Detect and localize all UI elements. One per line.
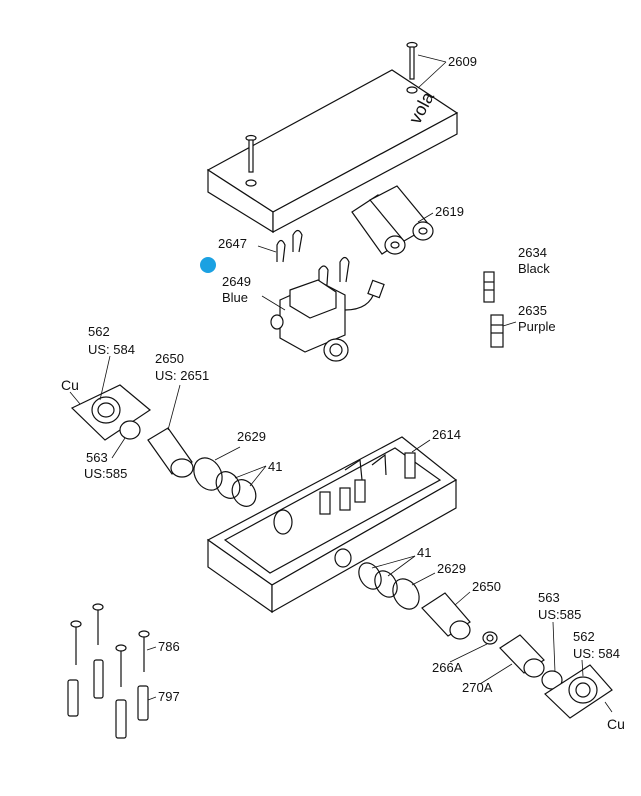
wall-plugs-797 [67, 659, 157, 739]
label-562-left-us: US: 584 [88, 342, 135, 357]
label-cu-right: Cu [607, 716, 625, 732]
label-2650-left-us: US: 2651 [155, 368, 210, 383]
connector-2650-left [147, 384, 194, 478]
fitting-right [541, 621, 613, 719]
solenoid-valve-2649 [261, 279, 385, 362]
label-563-left: 563 [86, 450, 108, 465]
label-562-right-us: US: 584 [573, 646, 620, 661]
label-2650-right: 2650 [472, 579, 501, 594]
fitting-left [69, 355, 152, 459]
screws-786 [70, 603, 157, 687]
connector-2650-right [421, 591, 471, 640]
label-270A: 270A [462, 680, 493, 695]
label-563-left-us: US:585 [84, 466, 128, 481]
label-2619: 2619 [435, 204, 464, 219]
label-786: 786 [158, 639, 180, 654]
o-rings-left [193, 446, 267, 507]
cartridge-2635 [490, 314, 517, 348]
label-2629-bottom: 2629 [437, 561, 466, 576]
label-41-top: 41 [268, 459, 283, 474]
label-2649-color: Blue [222, 290, 249, 305]
label-41-bottom: 41 [417, 545, 432, 560]
cover-plate-2609: vola [206, 69, 459, 234]
batteries-2619 [351, 185, 434, 255]
label-2629-top: 2629 [237, 429, 266, 444]
clips-2647 [257, 229, 350, 299]
o-rings-right [358, 555, 436, 610]
label-2650-left: 2650 [155, 351, 184, 366]
label-2635-color: Purple [518, 319, 556, 334]
base-box-2614 [206, 436, 458, 614]
label-2649: 2649 [222, 274, 251, 289]
label-2634-color: Black [518, 261, 550, 276]
label-2614: 2614 [432, 427, 461, 442]
cartridge-2634 [483, 271, 495, 303]
label-2609: 2609 [448, 54, 477, 69]
label-266A: 266A [432, 660, 463, 675]
label-2647: 2647 [218, 236, 247, 251]
washer-266A [449, 631, 498, 663]
label-562-right: 562 [573, 629, 595, 644]
label-563-right: 563 [538, 590, 560, 605]
label-562-left: 562 [88, 324, 110, 339]
label-563-right-us: US:585 [538, 607, 582, 622]
adapter-270A [479, 634, 545, 685]
label-797: 797 [158, 689, 180, 704]
label-2635: 2635 [518, 303, 547, 318]
blue-marker-dot [200, 257, 216, 273]
screw-2609 [245, 41, 447, 173]
label-cu-left: Cu [61, 377, 79, 393]
label-2634: 2634 [518, 245, 547, 260]
